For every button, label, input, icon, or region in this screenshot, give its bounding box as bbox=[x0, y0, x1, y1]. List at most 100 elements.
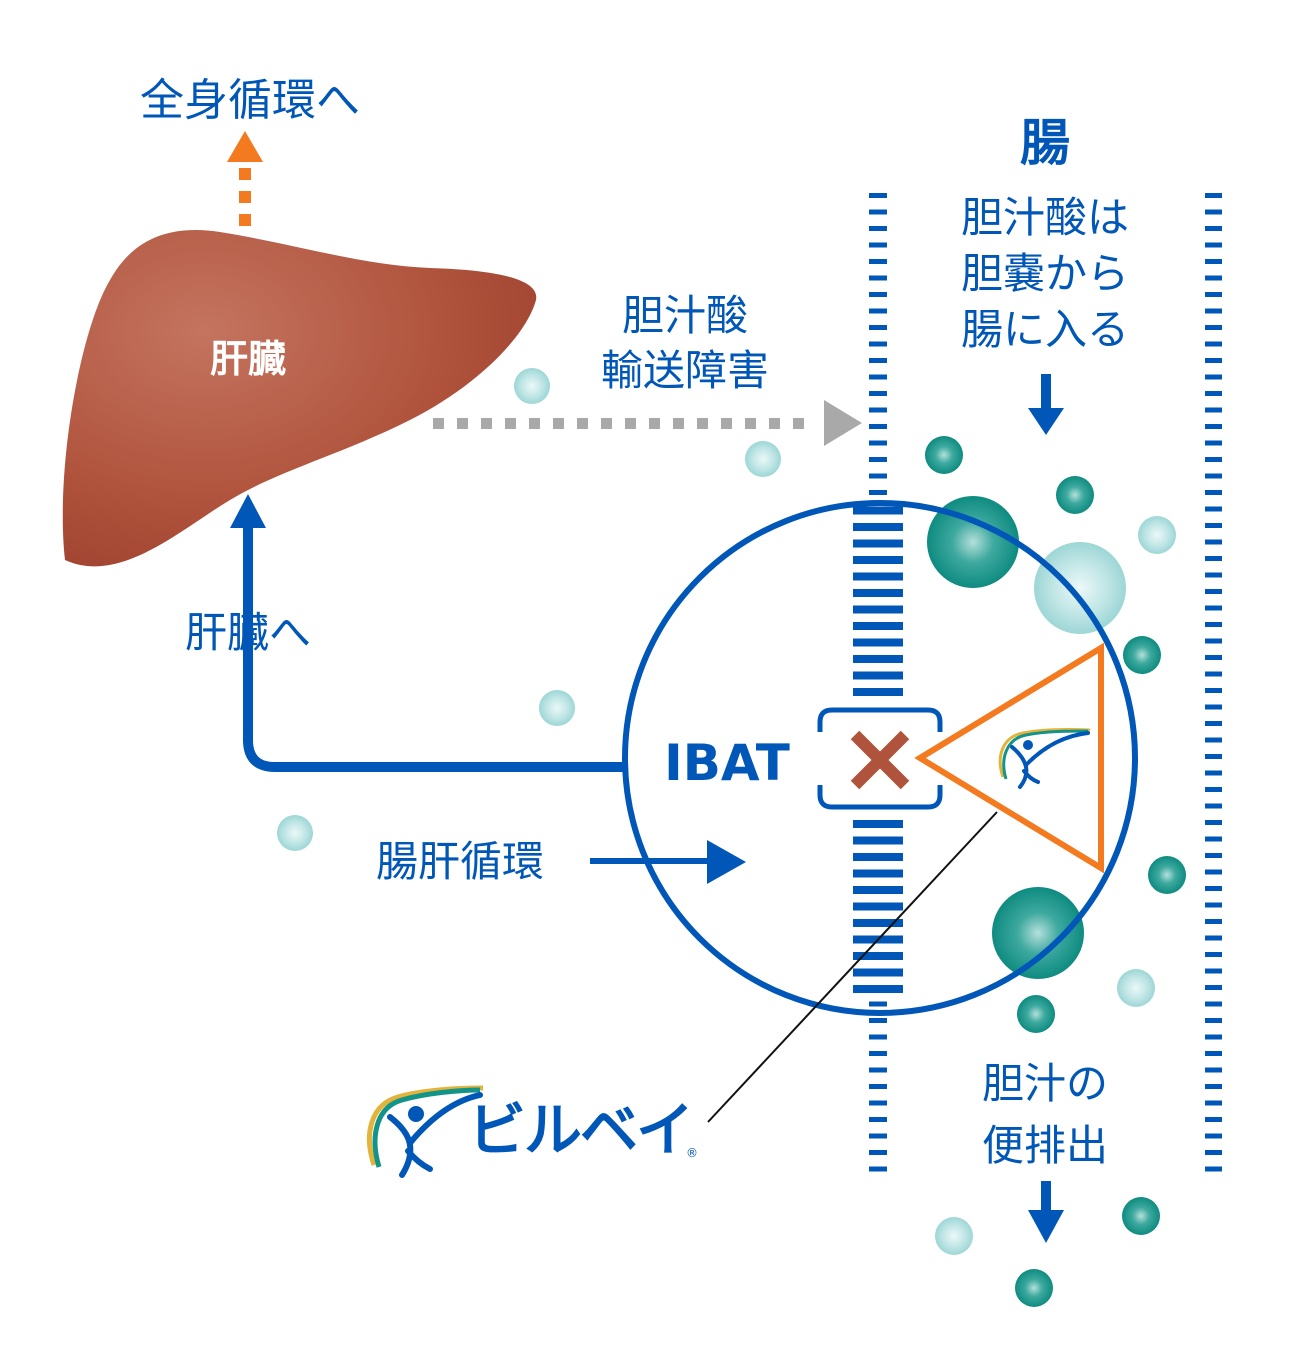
large-bile-acid-particles bbox=[927, 496, 1126, 979]
intestine-wall-dash bbox=[869, 391, 887, 396]
intestine-wall-dash bbox=[853, 869, 903, 878]
intestine-wall-dash bbox=[853, 886, 903, 894]
intestine-wall-dash bbox=[869, 1001, 887, 1007]
ibat-transporter-bracket bbox=[817, 707, 943, 810]
intestine-wall-dash bbox=[1205, 836, 1222, 842]
intestine-wall-dash bbox=[853, 853, 903, 861]
intestine-wall-dash bbox=[853, 556, 903, 564]
intestine-wall-dash bbox=[1205, 572, 1222, 578]
intestine-wall-dash bbox=[869, 1084, 887, 1089]
intestine-wall-dash bbox=[869, 1133, 887, 1139]
bile-entry-arrow bbox=[1028, 374, 1064, 435]
intestine-wall-dash bbox=[1205, 1001, 1222, 1007]
intestine-wall-dash bbox=[853, 902, 903, 911]
intestine-wall-dash bbox=[1205, 1100, 1222, 1106]
bile-acid-particle-light bbox=[1138, 516, 1176, 554]
bile-acid-particle-light bbox=[745, 441, 781, 477]
intestine-wall-dash bbox=[853, 688, 903, 696]
intestine-wall-dash bbox=[853, 622, 903, 630]
intestine-wall-right bbox=[1205, 193, 1222, 1172]
liver-label: 肝臓 bbox=[210, 337, 286, 381]
bile-entry-line2: 胆嚢から bbox=[961, 249, 1129, 298]
intestine-wall-dash bbox=[1205, 358, 1222, 363]
bylvay-logo-icon bbox=[366, 1085, 484, 1178]
intestine-wall-dash bbox=[869, 440, 887, 446]
intestine-wall-dash bbox=[1205, 589, 1222, 594]
bile-acid-particle-dark bbox=[1015, 1269, 1053, 1307]
intestine-wall-dash bbox=[1205, 721, 1222, 726]
intestine-wall-dash bbox=[853, 655, 903, 663]
intestine-wall-dash bbox=[869, 226, 887, 231]
intestine-wall-dash bbox=[869, 424, 887, 429]
intestine-wall-dash bbox=[1205, 902, 1222, 908]
intestine-wall-dash bbox=[1205, 968, 1222, 974]
return-to-liver-arrow bbox=[230, 494, 626, 772]
intestine-wall-dash bbox=[1205, 374, 1222, 380]
intestine-wall-dash bbox=[1205, 803, 1222, 809]
intestine-wall-dash bbox=[869, 490, 887, 495]
bile-acid-particle-light bbox=[514, 368, 550, 404]
intestine-wall-dash bbox=[1205, 688, 1222, 693]
intestine-wall-dash bbox=[1205, 671, 1222, 677]
intestine-wall-dash bbox=[1205, 770, 1222, 776]
bile-acid-particle-light bbox=[539, 690, 575, 726]
intestine-wall-dash bbox=[853, 539, 903, 548]
intestine-wall-dash bbox=[869, 193, 887, 198]
intestine-wall-dash bbox=[853, 836, 903, 845]
intestine-wall-dash bbox=[1205, 308, 1222, 314]
intestine-wall-dash bbox=[1205, 820, 1222, 825]
intestine-wall-dash bbox=[1205, 424, 1222, 429]
intestine-wall-dash bbox=[869, 292, 887, 297]
pointer-line bbox=[707, 811, 998, 1123]
inhibitor-triangle bbox=[914, 642, 1104, 874]
intestine-wall-dash bbox=[869, 374, 887, 380]
excretion-line2: 便排出 bbox=[982, 1121, 1108, 1170]
large-particle-dark bbox=[992, 887, 1084, 979]
bile-entry-line3: 腸に入る bbox=[961, 305, 1129, 354]
excretion-line1: 胆汁の bbox=[982, 1059, 1108, 1108]
intestine-wall-dash bbox=[869, 259, 887, 264]
intestine-wall-dash bbox=[1205, 259, 1222, 264]
intestine-wall-dash bbox=[1205, 853, 1222, 858]
intestine-wall-dash bbox=[853, 820, 903, 828]
intestine-wall-dash bbox=[869, 358, 887, 363]
intestine-wall-dash bbox=[1205, 407, 1222, 413]
large-particle-light bbox=[1034, 542, 1126, 634]
bylvay-logo-icon bbox=[998, 727, 1091, 789]
intestine-wall-dash bbox=[1205, 193, 1222, 198]
enterohepatic-arrow bbox=[590, 840, 746, 884]
intestine-wall-dash bbox=[1205, 935, 1222, 941]
bile-acid-particle-light bbox=[935, 1217, 973, 1255]
intestine-wall-dash bbox=[853, 671, 903, 680]
x-mark-icon bbox=[850, 730, 910, 790]
bile-entry-line1: 胆汁酸は bbox=[961, 193, 1129, 242]
intestine-wall-dash bbox=[1205, 638, 1222, 644]
intestine-wall-dash bbox=[869, 407, 887, 413]
bile-acid-particle-dark bbox=[1148, 856, 1186, 894]
intestine-wall-dash bbox=[1205, 1166, 1222, 1172]
registered-mark: ® bbox=[686, 1146, 698, 1160]
excretion-arrow bbox=[1028, 1181, 1064, 1243]
intestine-wall-dash bbox=[1205, 1067, 1222, 1073]
intestine-wall-dash bbox=[1205, 1051, 1222, 1056]
intestine-wall-dash bbox=[1205, 523, 1222, 528]
intestine-wall-dash bbox=[1205, 341, 1222, 347]
intestine-wall-dash bbox=[853, 605, 903, 614]
intestine-wall-dash bbox=[1205, 952, 1222, 957]
intestine-wall-dash bbox=[1205, 506, 1222, 512]
intestine-wall-dash bbox=[869, 1051, 887, 1056]
intestine-wall-dash bbox=[853, 952, 903, 960]
intestine-wall-dash bbox=[853, 572, 903, 581]
large-particle-dark bbox=[927, 496, 1019, 588]
magnified-view-circle bbox=[622, 500, 1138, 1016]
intestine-wall-dash bbox=[1205, 1084, 1222, 1089]
intestine-wall-dash bbox=[1205, 787, 1222, 792]
intestine-wall-dash bbox=[869, 325, 887, 330]
intestine-wall-dash bbox=[1205, 556, 1222, 561]
intestine-wall-dash bbox=[1205, 539, 1222, 545]
intestine-wall-dash bbox=[869, 473, 887, 479]
intestine-wall-dash bbox=[1205, 704, 1222, 710]
intestine-wall-dash bbox=[1205, 292, 1222, 297]
intestine-wall-dash bbox=[869, 1117, 887, 1122]
